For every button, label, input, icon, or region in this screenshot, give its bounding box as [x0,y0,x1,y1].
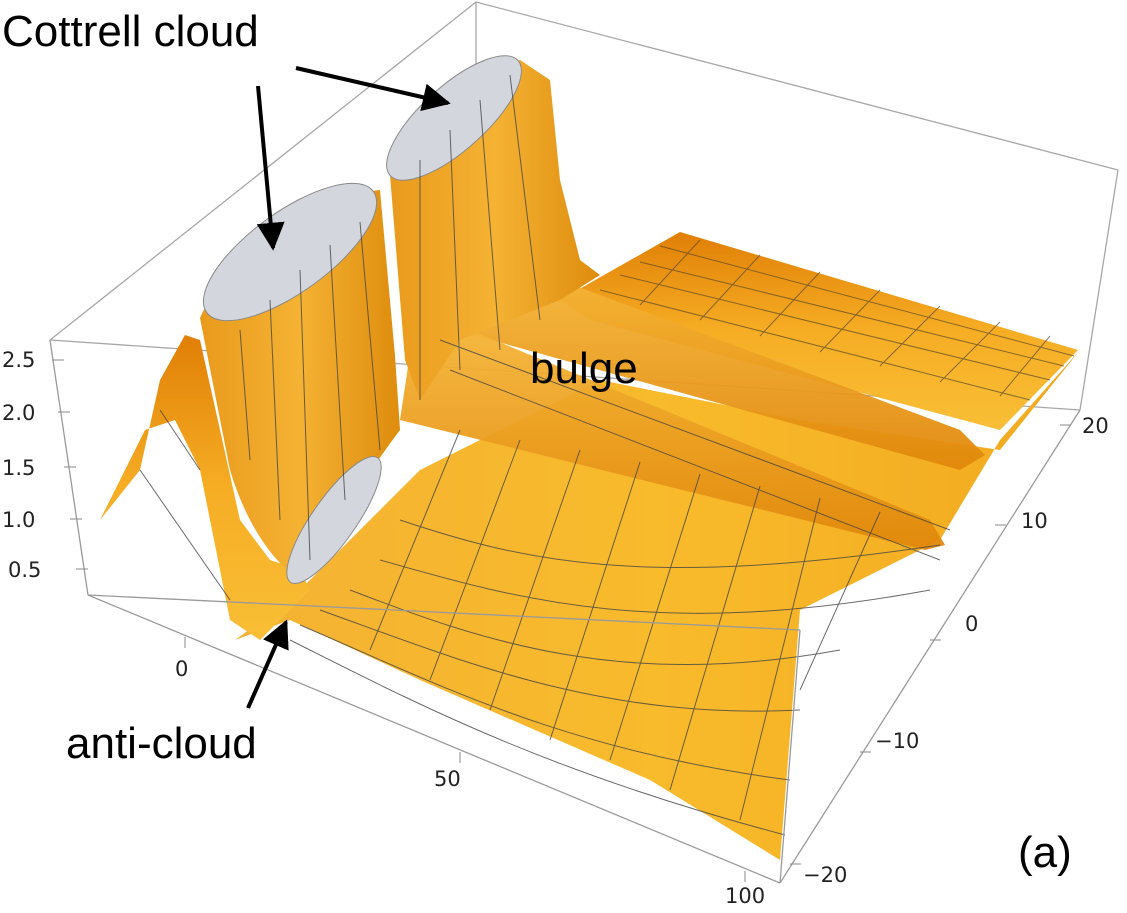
surface-far-grid [599,239,1075,401]
y-tick-label: 20 [1082,414,1109,438]
z-tick-label: 1.5 [2,456,35,480]
surface-main [235,350,1080,860]
surface-far-plane [560,232,1078,430]
x-tick-label: 50 [434,767,461,791]
annotation-bulge: bulge [530,344,638,393]
y-tick-label: 10 [1021,509,1048,533]
z-axis-ticks [52,359,88,570]
z-tick-label: 0.5 [8,558,41,582]
y-axis-ticks [790,424,1071,865]
arrow-cottrell-left [256,85,285,251]
z-tick-label: 2.0 [2,401,35,425]
arrow-anti-cloud [246,619,289,709]
bulge-ridge-front [400,312,945,550]
x-tick-label: 100 [725,884,765,908]
x-axis-ticks [184,637,746,882]
annotation-arrows [246,66,451,709]
annotation-cottrell-cloud: Cottrell cloud [2,7,259,56]
y-tick-label: 0 [965,612,978,636]
y-tick-label: −20 [803,863,847,887]
surface-grid [139,74,951,836]
y-tick-label: −10 [875,729,919,753]
bulge-ridge-back [455,260,985,470]
anticloud-cap [286,455,382,585]
panel-label: (a) [1018,828,1072,877]
x-tick-label: 0 [175,657,188,681]
z-tick-label: 2.5 [2,348,35,372]
z-tick-label: 1.0 [2,508,35,532]
surface-left-wing [100,335,310,640]
cottrell-cap-left [202,182,378,322]
annotation-anti-cloud: anti-cloud [66,719,257,768]
arrow-cottrell-right [295,66,451,111]
